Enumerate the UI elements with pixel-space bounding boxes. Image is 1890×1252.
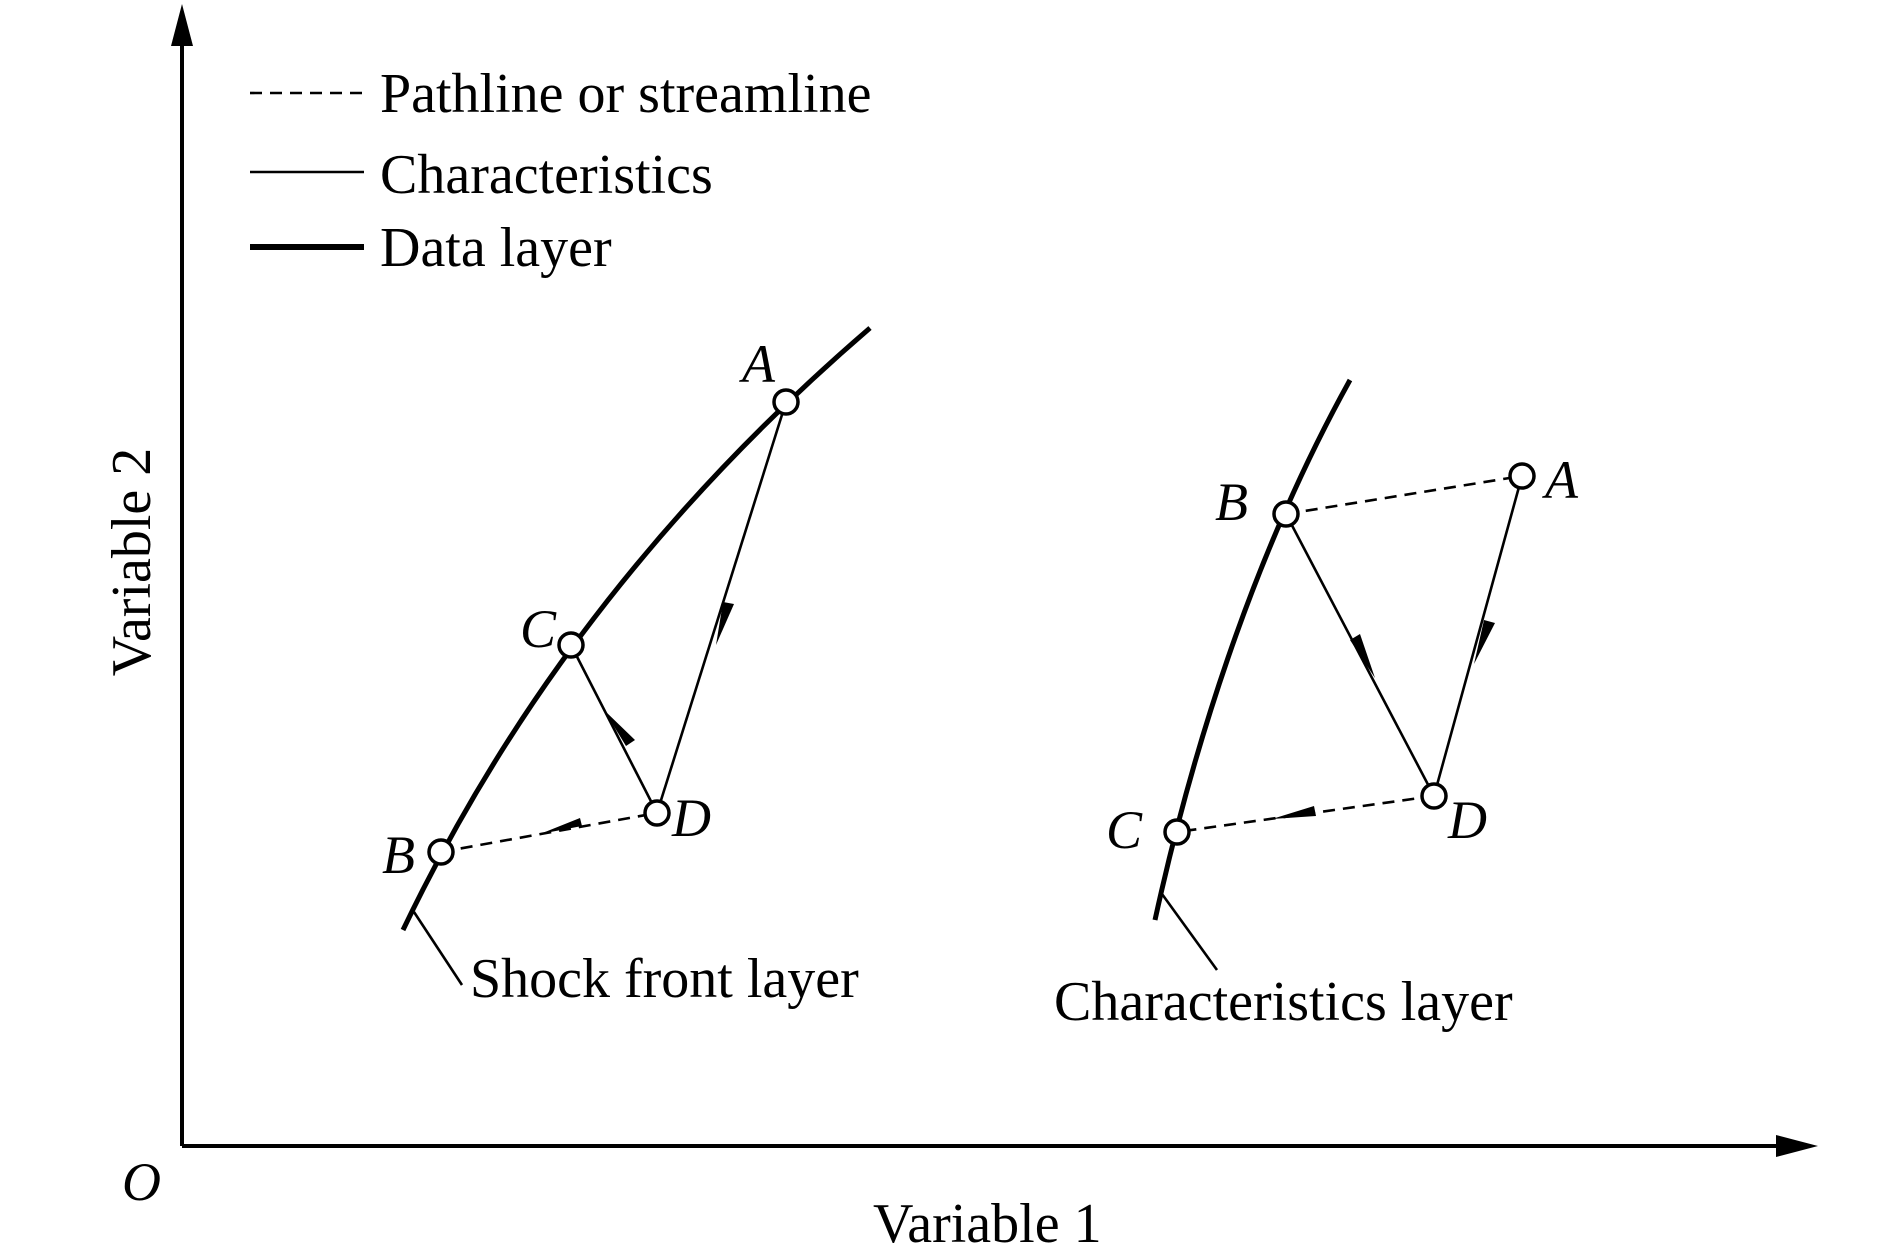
right-point-b-label: B bbox=[1215, 472, 1248, 532]
characteristics-layer-curve bbox=[1152, 378, 1353, 921]
left-diagram: Shock front layer A C D B bbox=[382, 326, 872, 1010]
left-node-c bbox=[557, 631, 585, 659]
legend-label-data-layer: Data layer bbox=[380, 217, 612, 279]
left-point-c-label: C bbox=[520, 599, 557, 659]
y-axis-arrowhead bbox=[171, 4, 193, 46]
left-node-b bbox=[427, 838, 455, 866]
x-axis-arrowhead bbox=[1776, 1135, 1818, 1157]
left-node-a bbox=[772, 388, 800, 416]
shock-front-layer-curve bbox=[400, 326, 872, 932]
legend-label-characteristics: Characteristics bbox=[380, 144, 713, 206]
right-arrow-d-to-c bbox=[1272, 806, 1316, 819]
shock-front-layer-label: Shock front layer bbox=[470, 948, 859, 1010]
right-point-c-label: C bbox=[1106, 800, 1143, 860]
right-path-b-to-a bbox=[1285, 474, 1523, 516]
right-arrow-a-to-d bbox=[1474, 620, 1495, 664]
right-node-a bbox=[1508, 462, 1536, 490]
left-path-b-to-d bbox=[440, 811, 658, 854]
axes: O Variable 1 Variable 2 bbox=[101, 4, 1818, 1252]
shock-front-leader-line bbox=[412, 911, 464, 986]
right-node-d bbox=[1420, 782, 1448, 810]
left-node-d bbox=[643, 799, 671, 827]
left-char-a-to-d bbox=[655, 401, 788, 814]
left-point-a-label: A bbox=[739, 334, 776, 394]
characteristics-leader-line bbox=[1160, 893, 1219, 971]
left-arrow-b-to-d bbox=[540, 818, 582, 834]
legend: Pathline or streamline Characteristics D… bbox=[250, 63, 871, 279]
right-arrow-b-to-d bbox=[1350, 634, 1375, 678]
right-point-d-label: D bbox=[1447, 790, 1487, 850]
left-point-d-label: D bbox=[671, 788, 711, 848]
left-point-b-label: B bbox=[382, 825, 415, 885]
right-node-b bbox=[1272, 500, 1300, 528]
left-char-d-to-c bbox=[569, 644, 659, 814]
right-node-c bbox=[1163, 818, 1191, 846]
y-axis-label: Variable 2 bbox=[101, 448, 163, 677]
legend-label-pathline: Pathline or streamline bbox=[380, 63, 871, 125]
right-point-a-label: A bbox=[1542, 450, 1579, 510]
right-char-a-to-d bbox=[1432, 475, 1524, 797]
left-arrow-d-to-c bbox=[604, 710, 635, 746]
characteristics-layer-label: Characteristics layer bbox=[1054, 971, 1513, 1033]
x-axis-label: Variable 1 bbox=[873, 1193, 1102, 1252]
origin-label: O bbox=[122, 1152, 161, 1212]
right-diagram: Characteristics layer B A D C bbox=[1054, 378, 1579, 1033]
left-arrow-a-to-d bbox=[716, 602, 734, 645]
